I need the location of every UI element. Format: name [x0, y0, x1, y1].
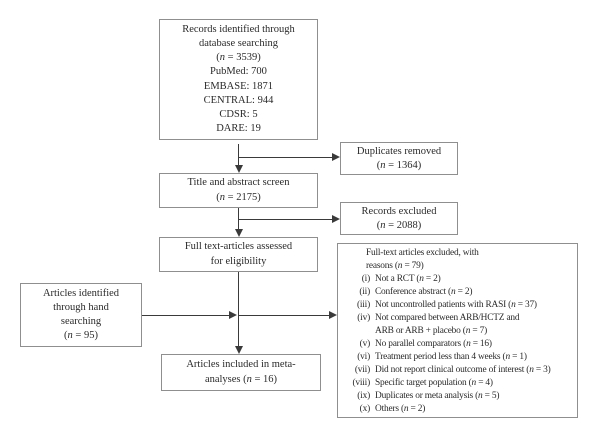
arrowhead-down-icon — [234, 346, 243, 354]
box-records-excluded: Records excluded (n = 2088) — [340, 202, 458, 235]
box-text-line: Duplicates removed — [356, 146, 442, 157]
box-text-line: EMBASE: 1871 — [203, 80, 274, 92]
box-text-line: (n = 2175) — [216, 191, 261, 203]
reasons-header-line: Full-text articles excluded, with — [366, 248, 479, 258]
box-text-line: database searching — [198, 37, 278, 49]
arrowhead-right-icon — [332, 215, 340, 224]
box-text-line: DARE: 19 — [216, 123, 261, 135]
reason-item: (viii) Specific target population (n = 4… — [340, 377, 575, 390]
connector-records-to-title — [237, 144, 239, 166]
reason-numeral: (iii) — [356, 300, 370, 310]
box-hand-searching: Articles identified through hand searchi… — [20, 283, 142, 347]
connector-to-duplicates — [238, 156, 332, 158]
box-text-line: searching — [60, 316, 102, 327]
box-text-line: Records excluded — [361, 206, 437, 217]
box-text-line: (n = 3539) — [216, 52, 261, 64]
arrowhead-right-icon — [229, 311, 237, 320]
connector-to-records-excluded — [238, 218, 332, 220]
reason-item: (iv) Not compared between ARB/HCTZ and A… — [340, 312, 575, 338]
box-text-line: Records identified through — [182, 23, 295, 35]
reason-item: (ii) Conference abstract (n = 2) — [340, 286, 575, 299]
reason-text-line: Did not report clinical outcome of inter… — [375, 365, 551, 375]
connector-handsearch-to-junction — [142, 314, 230, 316]
reason-text-line: Treatment period less than 4 weeks (n = … — [375, 352, 527, 362]
arrowhead-right-icon — [332, 153, 340, 162]
box-text-line: Title and abstract screen — [187, 177, 290, 189]
reason-item: (vi) Treatment period less than 4 weeks … — [340, 351, 575, 364]
reason-item: (x) Others (n = 2) — [340, 403, 575, 416]
box-records-identified: Records identified through database sear… — [159, 19, 318, 140]
reason-text-line: Not compared between ARB/HCTZ and — [375, 313, 520, 323]
box-text-line: CDSR: 5 — [219, 108, 258, 120]
box-text-line: Articles included in meta- — [186, 359, 296, 371]
box-text-line: (n = 2088) — [376, 219, 422, 231]
reason-numeral: (vii) — [354, 365, 370, 375]
reason-item: (v) No parallel comparators (n = 16) — [340, 338, 575, 351]
arrowhead-down-icon — [234, 229, 243, 237]
reason-item: (i) Not a RCT (n = 2) — [340, 273, 575, 286]
box-text-line: Articles identified — [42, 288, 120, 300]
reason-text-line: Not uncontrolled patients with RASI (n =… — [375, 300, 537, 310]
arrowhead-down-icon — [234, 165, 243, 173]
reason-numeral: (v) — [359, 339, 371, 349]
box-fulltext-assessed: Full text-articles assessed for eligibil… — [159, 237, 318, 272]
reason-text-line: Conference abstract (n = 2) — [375, 287, 473, 297]
box-fulltext-excluded-reasons: Full-text articles excluded, with reason… — [337, 243, 578, 418]
box-text-line: through hand — [53, 302, 109, 314]
box-title-abstract-screen: Title and abstract screen (n = 2175) — [159, 173, 318, 208]
box-text-line: (n = 1364) — [376, 159, 422, 171]
connector-fulltext-to-included — [237, 272, 239, 346]
reason-item: (vii) Did not report clinical outcome of… — [340, 364, 575, 377]
reason-item: (ix) Duplicates or meta analysis (n = 5) — [340, 390, 575, 403]
connector-junction-to-reasons — [238, 314, 329, 316]
box-duplicates-removed: Duplicates removed (n = 1364) — [340, 142, 458, 175]
box-text-line: for eligibility — [210, 255, 267, 267]
reason-text-line: Others (n = 2) — [375, 404, 426, 414]
box-text-line: CENTRAL: 944 — [203, 94, 274, 106]
reason-numeral: (vi) — [357, 352, 370, 362]
reason-numeral: (iv) — [357, 313, 370, 323]
reason-numeral: (viii) — [352, 378, 370, 388]
box-text-line: (n = 95) — [64, 329, 98, 341]
reason-text-line: Duplicates or meta analysis (n = 5) — [375, 391, 500, 401]
reason-text-line: No parallel comparators (n = 16) — [375, 339, 492, 349]
reason-numeral: (i) — [361, 274, 370, 284]
reasons-header-line: reasons (n = 79) — [366, 261, 424, 271]
box-text-line: Full text-articles assessed — [184, 241, 293, 253]
reason-text-line: Not a RCT (n = 2) — [375, 274, 441, 284]
reason-numeral: (ii) — [359, 287, 370, 297]
arrowhead-right-icon — [329, 311, 337, 320]
reason-text-line: ARB or ARB + placebo (n = 7) — [375, 326, 488, 336]
reason-numeral: (ix) — [357, 391, 370, 401]
reason-numeral: (x) — [359, 404, 371, 414]
box-included-meta-analyses: Articles included in meta- analyses (n =… — [161, 354, 321, 391]
reason-item: (iii) Not uncontrolled patients with RAS… — [340, 299, 575, 312]
box-text-line: analyses (n = 16) — [204, 373, 278, 385]
reason-text-line: Specific target population (n = 4) — [375, 378, 493, 388]
box-text-line: PubMed: 700 — [210, 66, 267, 78]
